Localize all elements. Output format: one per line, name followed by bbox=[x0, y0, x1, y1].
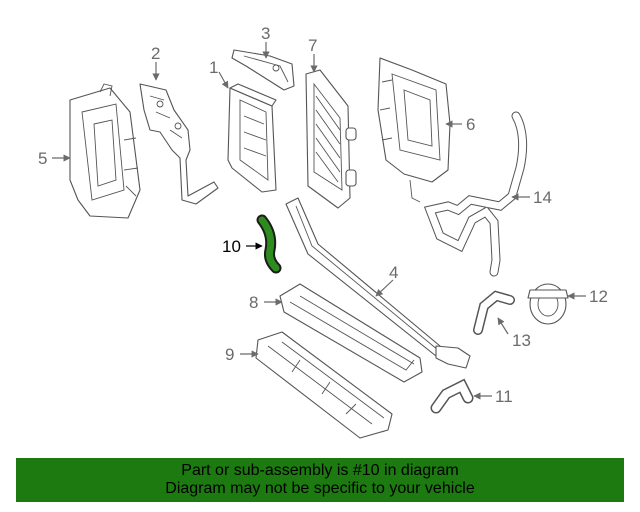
part-5-shroud[interactable] bbox=[69, 83, 141, 219]
part-12-pump[interactable] bbox=[527, 283, 569, 325]
part-14-coolant-hose[interactable] bbox=[423, 111, 528, 277]
callout-4: 4 bbox=[389, 263, 398, 282]
callout-11: 11 bbox=[495, 387, 513, 406]
callout-10-highlighted: 10 bbox=[222, 237, 241, 256]
part-4-cooler-line[interactable] bbox=[285, 197, 471, 369]
part-7-radiator[interactable] bbox=[305, 69, 357, 209]
part-2-bracket[interactable] bbox=[139, 83, 219, 205]
callout-1: 1 bbox=[209, 58, 218, 77]
part-8-auxiliary-cooler[interactable] bbox=[279, 283, 423, 383]
banner-line-1: Part or sub-assembly is #10 in diagram bbox=[181, 462, 459, 479]
callout-5: 5 bbox=[38, 149, 47, 168]
part-10-hose-highlighted[interactable] bbox=[256, 214, 282, 274]
part-13-hose[interactable] bbox=[473, 290, 515, 335]
part-6-fan-housing[interactable] bbox=[377, 57, 451, 203]
callout-13: 13 bbox=[512, 331, 531, 350]
callout-7: 7 bbox=[308, 36, 317, 55]
callout-12: 12 bbox=[589, 287, 608, 306]
info-banner: Part or sub-assembly is #10 in diagram D… bbox=[16, 458, 624, 502]
leader-lines bbox=[52, 42, 586, 400]
part-11-hose[interactable] bbox=[430, 378, 474, 414]
exploded-parts-diagram: 1 2 3 4 5 6 7 8 9 10 11 12 13 14 bbox=[38, 24, 608, 439]
callout-8: 8 bbox=[249, 293, 258, 312]
callout-6: 6 bbox=[466, 115, 475, 134]
part-1-charge-air-cooler[interactable] bbox=[227, 83, 277, 193]
callout-3: 3 bbox=[261, 24, 270, 43]
part-9-lower-tray[interactable] bbox=[255, 331, 393, 439]
callout-2: 2 bbox=[151, 44, 160, 63]
banner-line-2: Diagram may not be specific to your vehi… bbox=[165, 480, 475, 497]
callout-9: 9 bbox=[225, 345, 234, 364]
callout-14: 14 bbox=[533, 188, 552, 207]
part-3-upper-bracket[interactable] bbox=[231, 49, 295, 91]
